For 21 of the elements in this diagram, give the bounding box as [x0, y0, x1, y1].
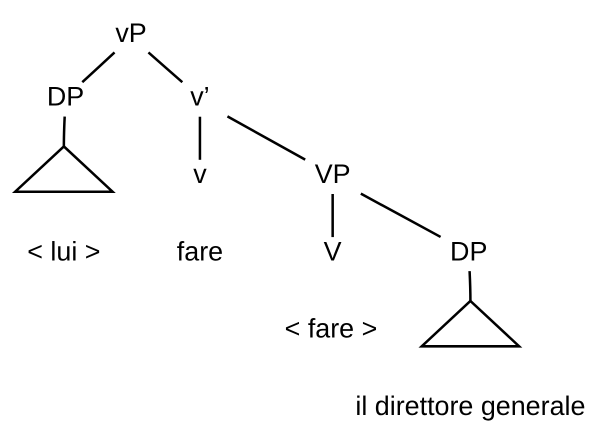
node-label: < lui >: [27, 236, 100, 266]
connector: [360, 192, 442, 238]
node-label: < fare >: [284, 313, 378, 344]
connector: [468, 270, 472, 300]
connector: [331, 194, 334, 237]
node-text: v’: [190, 81, 210, 112]
node-label: il direttore generale: [355, 390, 586, 420]
node-text: DP: [450, 236, 488, 266]
node-text: vP: [115, 17, 147, 48]
connector: [148, 51, 184, 83]
node-label: fare: [176, 236, 224, 266]
connector: [81, 51, 116, 83]
node-text: VP: [314, 158, 351, 189]
connector: [62, 116, 66, 146]
node-text: DP: [46, 81, 84, 112]
connector: [198, 116, 202, 160]
connector: [226, 114, 306, 160]
node-text: V: [324, 236, 342, 266]
node-triangle: [12, 144, 116, 193]
node-triangle: [418, 298, 522, 348]
node-text: v: [193, 158, 207, 189]
